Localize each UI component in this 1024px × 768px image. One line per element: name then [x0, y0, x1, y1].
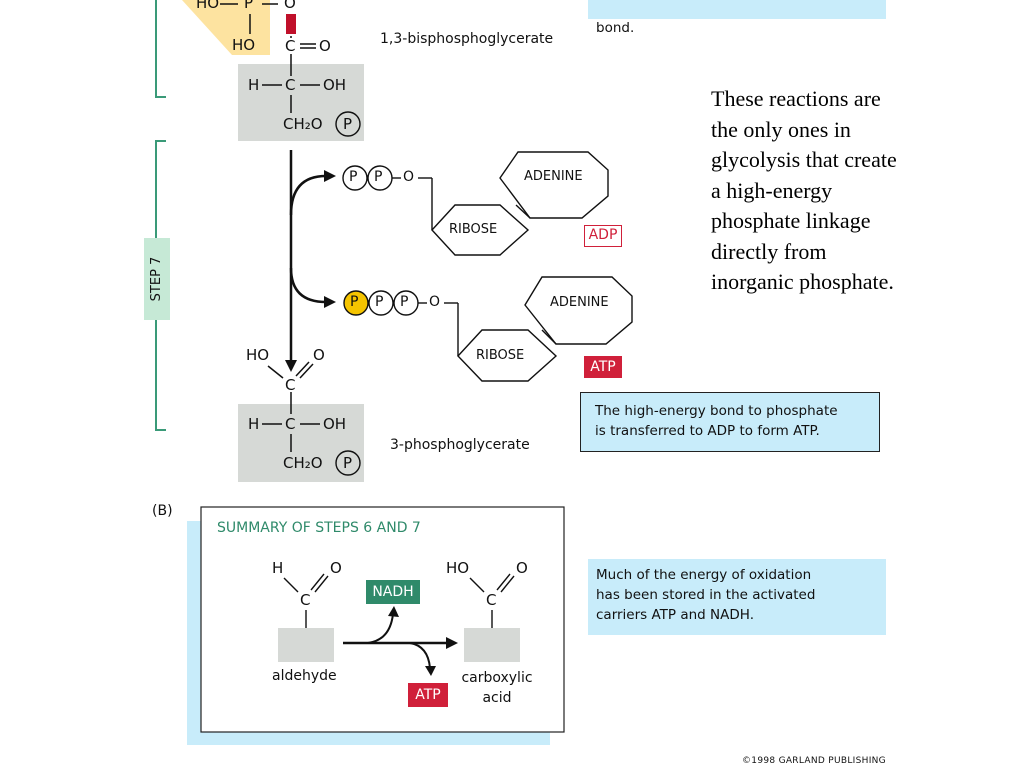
atom-ho: HO	[196, 0, 220, 12]
adp-o-label: O	[403, 169, 415, 185]
acid-label-line1: carboxylic	[461, 670, 533, 686]
acid-label: carboxylic acid	[452, 668, 542, 708]
atom-h: H	[248, 415, 260, 433]
adp-adenine-label: ADENINE	[524, 169, 583, 184]
step7-label: STEP 7	[149, 256, 164, 302]
adp-ribose-label: RIBOSE	[449, 222, 498, 237]
atom-c: C	[300, 591, 311, 609]
adp-tag: ADP	[584, 225, 622, 247]
pg-phosphate-circle-icon	[335, 450, 361, 476]
atp-o-label: O	[429, 294, 441, 310]
atom-o: O	[284, 0, 296, 12]
atom-p: P	[343, 115, 353, 133]
atp-tag-summary: ATP	[408, 683, 448, 707]
high-energy-bond-icon	[286, 14, 296, 34]
atom-h: H	[248, 76, 260, 94]
atom-oh: OH	[323, 76, 347, 94]
pg-gray-box	[238, 404, 364, 482]
aldehyde-group-box	[278, 628, 334, 662]
pg-label: 3-phosphoglycerate	[390, 437, 530, 453]
atp-adenine-label: ADENINE	[550, 295, 609, 310]
copyright-text: ©1998 GARLAND PUBLISHING	[742, 756, 886, 766]
atom-ho: HO	[246, 346, 270, 364]
atom-ho: HO	[232, 36, 256, 54]
atom-p: P	[244, 0, 254, 12]
phosphate-circle-icon	[335, 111, 361, 137]
atp-ribose-label: RIBOSE	[476, 348, 525, 363]
atom-c: C	[285, 37, 296, 55]
transfer-note: The high-energy bond to phosphate is tra…	[580, 392, 880, 452]
aldehyde-label: aldehyde	[272, 668, 337, 684]
atom-oh: OH	[323, 415, 347, 433]
step7-tag: STEP 7	[144, 238, 170, 320]
energy-note: Much of the energy of oxidation has been…	[588, 559, 886, 635]
adp-p1-label: P	[349, 169, 358, 185]
atp-p3-label: P	[400, 294, 409, 310]
step6-bracket	[155, 0, 166, 98]
adp-adenine-ring	[499, 151, 609, 219]
atom-ch2o: CH₂O	[283, 454, 323, 472]
acid-label-line2: acid	[482, 690, 512, 706]
atom-h: H	[272, 559, 284, 577]
bpg-label: 1,3-bisphosphoglycerate	[380, 31, 554, 47]
top-note: bond.	[588, 0, 886, 36]
atp-p2-label: P	[375, 294, 384, 310]
adp-p2-label: P	[374, 169, 383, 185]
side-text: These reactions are the only ones in gly…	[711, 86, 897, 294]
atom-o: O	[313, 346, 325, 364]
adp-phosphate-1-icon	[342, 165, 368, 191]
adp-ribose-ring	[431, 204, 530, 256]
atom-c: C	[285, 76, 296, 94]
atp-tag: ATP	[584, 356, 622, 378]
nadh-tag: NADH	[366, 580, 420, 604]
atom-c: C	[486, 591, 497, 609]
atp-p1-label: P	[350, 294, 359, 310]
atom-o: O	[330, 559, 342, 577]
atp-phosphate-2-icon	[368, 290, 394, 316]
panel-b-letter: (B)	[152, 503, 173, 519]
atom-p: P	[343, 454, 353, 472]
top-note-text: bond.	[596, 20, 635, 36]
summary-title: SUMMARY OF STEPS 6 AND 7	[217, 520, 421, 536]
atom-ch2o: CH₂O	[283, 115, 323, 133]
atom-o: O	[516, 559, 528, 577]
atom-o: O	[319, 37, 331, 55]
atp-adenine-ring	[524, 276, 633, 345]
atom-ho: HO	[446, 559, 470, 577]
atom-c: C	[285, 415, 296, 433]
atom-c: C	[285, 376, 296, 394]
atp-phosphate-new-icon	[343, 290, 369, 316]
acid-group-box	[464, 628, 520, 662]
phosphate-highlight	[182, 0, 270, 55]
summary-panel	[200, 506, 565, 733]
atp-ribose-ring	[457, 329, 558, 382]
bpg-gray-box	[238, 64, 364, 141]
